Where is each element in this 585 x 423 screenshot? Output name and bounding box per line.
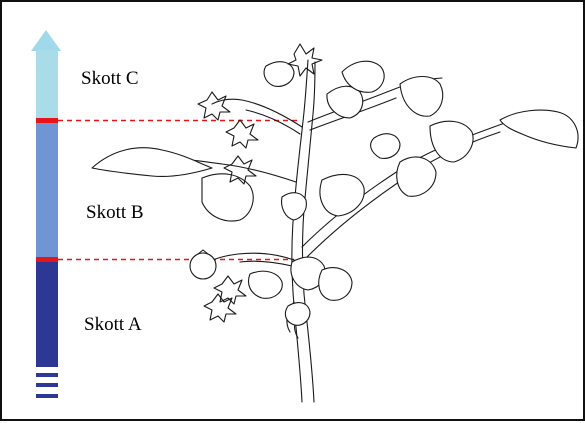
up-arrow-icon xyxy=(31,30,61,51)
boundary-marker-ba xyxy=(36,257,58,262)
shoot-a-label: Skott A xyxy=(84,314,142,336)
tomato-fruit xyxy=(190,253,216,279)
tomato-plant-drawing xyxy=(92,44,578,402)
shoot-b-label: Skott B xyxy=(86,202,144,224)
dash-lines-icon xyxy=(36,373,58,398)
shoot-c-label: Skott C xyxy=(81,68,139,90)
main-stem xyxy=(292,60,308,402)
boundary-marker-cb xyxy=(36,118,58,123)
shoot-scale-bar xyxy=(31,30,61,398)
scale-segment-c xyxy=(36,50,58,118)
scale-segment-b xyxy=(36,123,58,257)
scale-segment-a xyxy=(36,262,58,367)
